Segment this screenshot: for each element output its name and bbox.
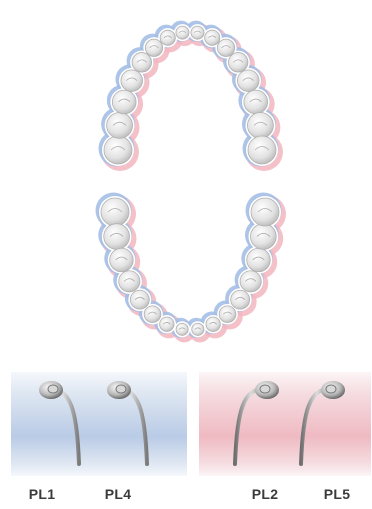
band-pl2-icon (235, 381, 279, 464)
tooth (145, 39, 162, 56)
label-pl5: PL5 (324, 486, 351, 502)
tooth (247, 248, 270, 271)
tooth (132, 53, 151, 72)
band-pl1-icon (39, 381, 79, 464)
band-pl5-icon (301, 381, 345, 464)
tooth (206, 317, 220, 331)
tooth (240, 271, 261, 292)
tooth (191, 26, 204, 39)
band-pl4-icon (107, 381, 147, 464)
blue-appliance-panel (11, 372, 187, 476)
tooth (119, 271, 140, 292)
tooth (160, 30, 175, 45)
label-pl2: PL2 (252, 486, 279, 502)
tooth (244, 90, 268, 114)
tooth (112, 90, 136, 114)
tooth (192, 323, 204, 335)
blue-band-pair (11, 372, 187, 476)
tooth (104, 224, 130, 250)
tooth (205, 30, 220, 45)
tooth (217, 39, 234, 56)
pink-band-pair (199, 372, 371, 476)
pink-appliance-panel (199, 372, 371, 476)
lower-dental-arch-icon (96, 193, 287, 343)
tooth (110, 248, 133, 271)
tooth (107, 113, 133, 139)
tooth (250, 224, 276, 250)
label-pl1: PL1 (29, 486, 56, 502)
tooth (121, 70, 143, 92)
tooth (104, 136, 132, 164)
upper-dental-arch-icon (99, 21, 284, 171)
tooth (228, 53, 247, 72)
tooth (251, 198, 279, 226)
tooth (101, 198, 129, 226)
tooth (219, 306, 236, 323)
tooth (130, 290, 149, 309)
tooth (237, 70, 259, 92)
tooth (248, 136, 276, 164)
tooth (231, 290, 250, 309)
tooth (176, 26, 189, 39)
label-pl4: PL4 (105, 486, 132, 502)
tooth (247, 113, 273, 139)
tooth (144, 306, 161, 323)
tooth (176, 323, 188, 335)
tooth (160, 317, 174, 331)
